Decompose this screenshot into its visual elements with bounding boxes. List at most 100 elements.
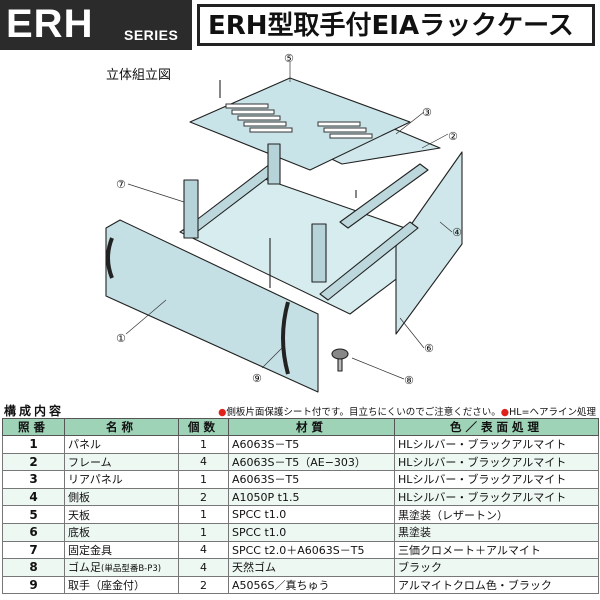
part-name: リアパネル bbox=[64, 470, 179, 489]
fixing-bracket-center bbox=[311, 223, 327, 283]
part-number: 8 bbox=[2, 558, 65, 577]
part-name-text: 固定金具 bbox=[68, 543, 112, 557]
part-finish: 黒塗装（レザートン） bbox=[394, 505, 599, 524]
part-finish: 黒塗装 bbox=[394, 522, 599, 542]
part-name-note: (単品型番B-P3) bbox=[101, 564, 162, 575]
part-quantity: 2 bbox=[178, 487, 229, 507]
frame-rear-right bbox=[339, 163, 429, 229]
callout-7: ⑦ bbox=[116, 178, 126, 191]
part-name: 取手（座金付） bbox=[64, 575, 179, 595]
part-number: 1 bbox=[2, 435, 65, 454]
series-logo-main: ERH bbox=[6, 2, 94, 46]
vent-slot bbox=[323, 127, 367, 133]
part-number: 2 bbox=[2, 452, 65, 472]
part-quantity: 1 bbox=[178, 470, 229, 489]
part-number: 4 bbox=[2, 487, 65, 507]
callout-6: ⑥ bbox=[424, 342, 434, 355]
part-quantity: 1 bbox=[178, 435, 229, 454]
part-material: A5056S／真ちゅう bbox=[228, 575, 395, 595]
part-name: パネル bbox=[64, 435, 179, 454]
parts-list-title: 構成内容 bbox=[4, 404, 65, 418]
callout-1: ① bbox=[116, 332, 126, 345]
rubber-foot bbox=[331, 348, 349, 360]
part-number: 5 bbox=[2, 505, 65, 524]
page-title-box: ERH型取手付EIAラックケース bbox=[197, 4, 595, 46]
part-name-text: ゴム足 bbox=[68, 561, 101, 575]
part-quantity: 2 bbox=[178, 575, 229, 595]
fixing-bracket-front-left bbox=[183, 179, 199, 239]
callout-4: ④ bbox=[452, 226, 462, 239]
column-header: 材質 bbox=[228, 418, 395, 436]
notice-text-2: HL=ヘアライン処理 bbox=[509, 407, 596, 418]
part-number: 6 bbox=[2, 522, 65, 542]
part-finish: ブラック bbox=[394, 558, 599, 577]
part-number: 9 bbox=[2, 575, 65, 595]
column-header: 個数 bbox=[178, 418, 229, 436]
part-name-text: 天板 bbox=[68, 508, 90, 522]
exploded-assembly-diagram: ① ② ③ ④ ⑤ ⑥ ⑦ ⑧ ⑨ bbox=[105, 52, 463, 393]
part-material: SPCC t1.0 bbox=[228, 505, 395, 524]
part-name-text: リアパネル bbox=[68, 473, 123, 487]
column-header: 色／表面処理 bbox=[394, 418, 599, 436]
part-material: 天然ゴム bbox=[228, 558, 395, 577]
part-material: SPCC t1.0 bbox=[228, 522, 395, 542]
part-finish: アルマイトクロム色・ブラック bbox=[394, 575, 599, 595]
rubber-foot-screw bbox=[337, 358, 343, 372]
parts-table-header: 照番 名称 個数 材質 色／表面処理 bbox=[2, 418, 599, 436]
part-quantity: 4 bbox=[178, 452, 229, 472]
part-quantity: 4 bbox=[178, 558, 229, 577]
callout-3: ③ bbox=[422, 106, 432, 119]
part-material: A1050P t1.5 bbox=[228, 487, 395, 507]
vent-slot bbox=[249, 127, 293, 133]
front-panel bbox=[105, 219, 319, 393]
part-quantity: 1 bbox=[178, 522, 229, 542]
part-quantity: 1 bbox=[178, 505, 229, 524]
page-title: ERH型取手付EIAラックケース bbox=[208, 11, 574, 41]
column-header: 照番 bbox=[2, 418, 65, 436]
part-finish: HLシルバー・ブラックアルマイト bbox=[394, 470, 599, 489]
part-name: 側板 bbox=[64, 487, 179, 507]
part-name-text: 取手（座金付） bbox=[68, 579, 145, 593]
protective-sheet-notice: ●側板片面保護シート付です。目立ちにくいのでご注意ください。●HL=ヘアライン処… bbox=[218, 404, 596, 418]
part-name-text: 側板 bbox=[68, 491, 90, 505]
part-material: A6063S－T5（AE−303） bbox=[228, 452, 395, 472]
vent-slot bbox=[231, 109, 275, 115]
part-finish: HLシルバー・ブラックアルマイト bbox=[394, 487, 599, 507]
part-number: 7 bbox=[2, 540, 65, 560]
vent-slot bbox=[237, 115, 281, 121]
notice-dot-2: ● bbox=[500, 407, 510, 418]
callout-8: ⑧ bbox=[404, 374, 414, 387]
part-finish: HLシルバー・ブラックアルマイト bbox=[394, 452, 599, 472]
part-finish: 三価クロメート＋アルマイト bbox=[394, 540, 599, 560]
part-name-text: フレーム bbox=[68, 455, 112, 469]
side-plate-right bbox=[395, 151, 463, 335]
part-name: ゴム足(単品型番B-P3) bbox=[64, 558, 179, 577]
part-quantity: 4 bbox=[178, 540, 229, 560]
vent-slot bbox=[243, 121, 287, 127]
series-logo: ERH SERIES bbox=[0, 0, 192, 50]
vent-slot bbox=[329, 133, 373, 139]
callout-9: ⑨ bbox=[252, 372, 262, 385]
part-name: フレーム bbox=[64, 452, 179, 472]
page-header: ERH SERIES ERH型取手付EIAラックケース bbox=[0, 0, 600, 50]
column-header: 名称 bbox=[64, 418, 179, 436]
part-name-text: パネル bbox=[68, 438, 101, 452]
frame-front-right bbox=[319, 221, 419, 301]
part-name: 天板 bbox=[64, 505, 179, 524]
fixing-bracket-rear-left bbox=[267, 143, 281, 185]
part-material: SPCC t2.0＋A6063S－T5 bbox=[228, 540, 395, 560]
part-name-text: 底板 bbox=[68, 526, 90, 540]
notice-dot: ● bbox=[218, 407, 227, 418]
part-name: 底板 bbox=[64, 522, 179, 542]
diagram-label: 立体組立図 bbox=[106, 68, 172, 83]
part-name: 固定金具 bbox=[64, 540, 179, 560]
handle-right bbox=[281, 301, 290, 375]
